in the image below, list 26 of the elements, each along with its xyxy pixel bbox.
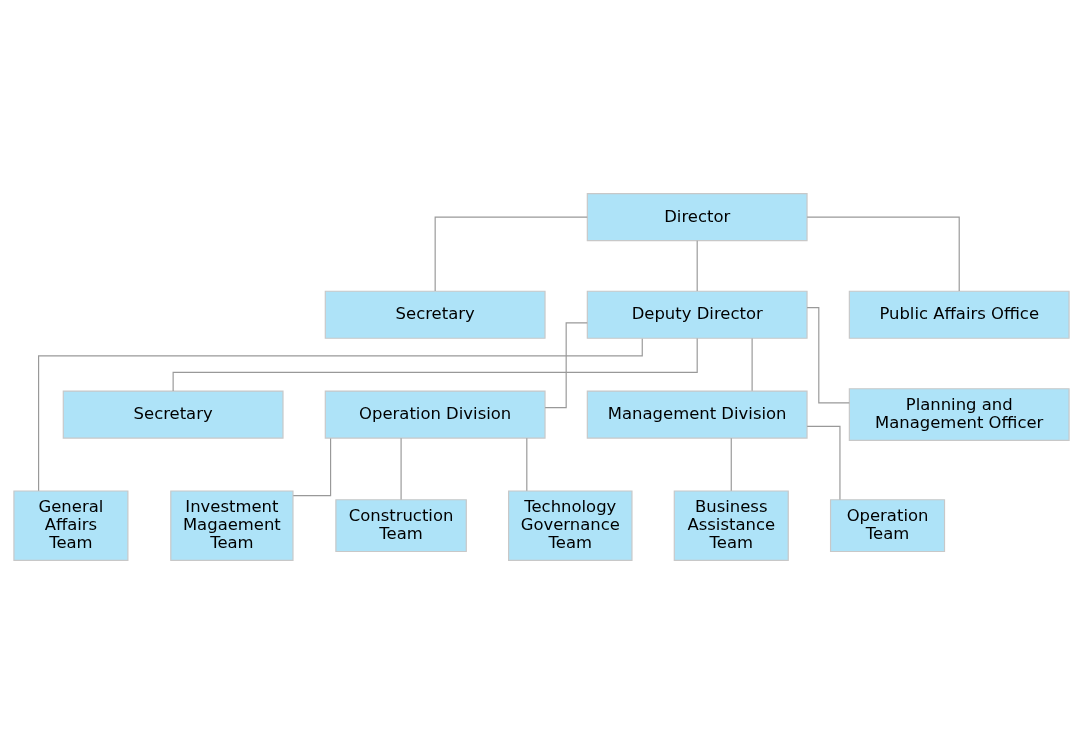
connector <box>38 337 643 491</box>
connector <box>434 216 588 292</box>
node-box: Investment Magaement Team <box>170 489 294 561</box>
node-box: General Affairs Team <box>13 489 129 561</box>
connector <box>292 437 332 496</box>
node-box: Deputy Director <box>586 290 808 339</box>
node-box: Management Division <box>586 390 808 439</box>
node-box: Director <box>586 192 808 241</box>
connector <box>696 239 698 292</box>
node-box: Planning and Management Officer <box>848 387 1070 441</box>
connector <box>400 437 402 500</box>
node-box: Secretary <box>62 390 284 439</box>
connector <box>172 337 698 392</box>
connector <box>730 437 732 491</box>
connector <box>751 337 753 391</box>
connector <box>526 437 528 491</box>
connector <box>806 216 960 292</box>
node-box: Business Assistance Team <box>673 489 789 561</box>
node-box: Operation Team <box>829 498 946 552</box>
connector <box>544 321 588 408</box>
node-box: Public Affairs Office <box>848 290 1070 339</box>
node-box: Secretary <box>324 290 546 339</box>
connector <box>806 425 841 500</box>
node-box: Technology Governance Team <box>508 489 633 561</box>
node-box: Operation Division <box>324 390 546 439</box>
node-box: Construction Team <box>335 498 467 552</box>
